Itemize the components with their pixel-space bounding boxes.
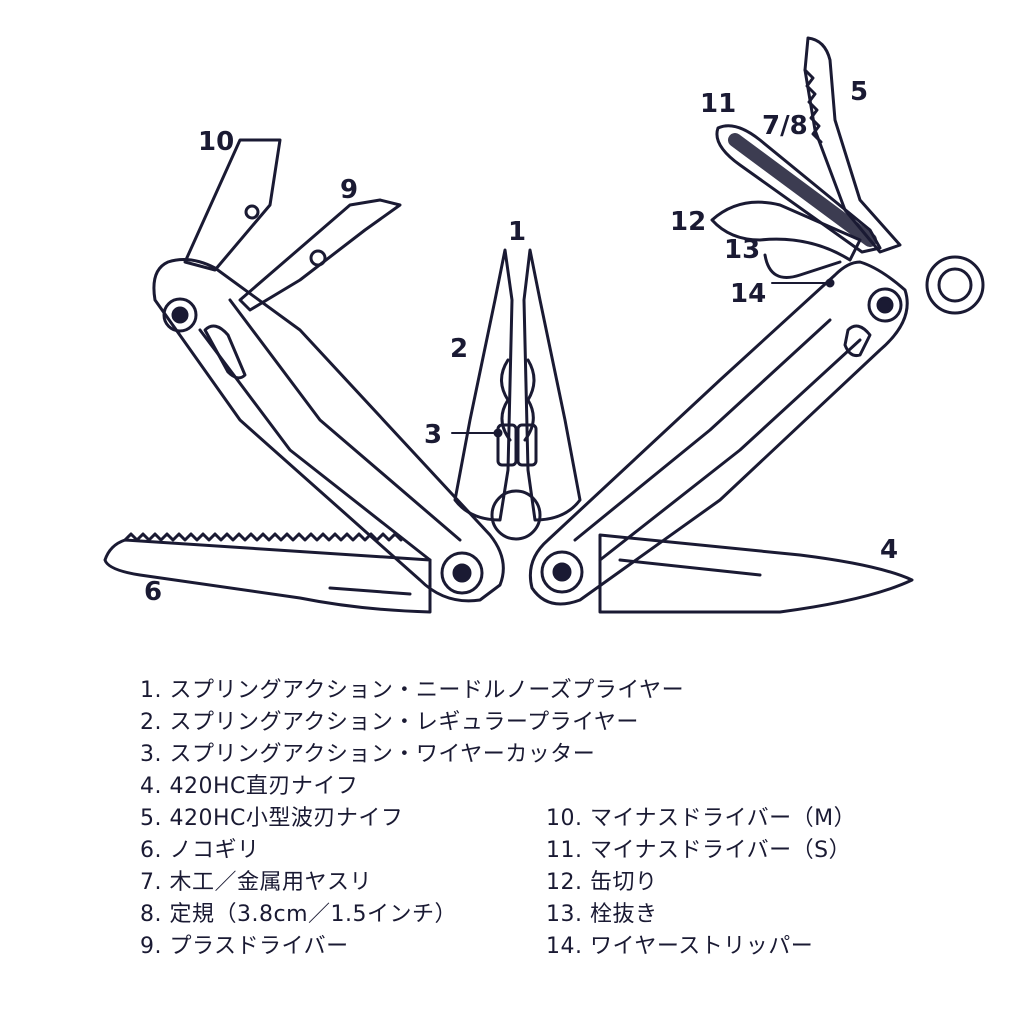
legend-item-14: 14. ワイヤーストリッパー <box>546 934 814 959</box>
callout-6: 6 <box>144 577 162 607</box>
legend-item-5: 5. 420HC小型波刃ナイフ <box>140 806 404 831</box>
bottle-opener <box>763 253 842 279</box>
callout-9: 9 <box>340 175 358 205</box>
straight-knife <box>598 533 914 614</box>
callout-14: 14 <box>730 279 766 309</box>
left-handle <box>152 258 505 603</box>
legend-item-13: 13. 栓抜き <box>546 902 658 927</box>
callout-2: 2 <box>450 334 468 364</box>
callout-10: 10 <box>198 127 234 157</box>
legend-item-12: 12. 缶切り <box>546 870 658 895</box>
can-opener <box>710 200 862 262</box>
callout-3: 3 <box>424 420 442 450</box>
legend-item-1: 1. スプリングアクション・ニードルノーズプライヤー <box>140 678 685 703</box>
legend-item-8: 8. 定規（3.8cm／1.5インチ） <box>140 902 457 927</box>
callout-5: 5 <box>850 77 868 107</box>
callout-11: 11 <box>700 89 736 119</box>
legend-item-6: 6. ノコギリ <box>140 838 260 863</box>
callout-12: 12 <box>670 207 706 237</box>
legend-item-10: 10. マイナスドライバー（M） <box>546 806 857 831</box>
multitool-diagram: 1 2 3 4 5 6 7/8 9 10 11 12 13 14 <box>103 36 985 614</box>
legend-item-2: 2. スプリングアクション・レギュラープライヤー <box>140 710 639 735</box>
callout-13: 13 <box>724 235 760 265</box>
pliers <box>453 248 582 541</box>
legend-item-7: 7. 木工／金属用ヤスリ <box>140 870 372 895</box>
callout-1: 1 <box>508 217 526 247</box>
callout-4: 4 <box>880 535 898 565</box>
legend-item-9: 9. プラスドライバー <box>140 934 349 959</box>
serrated-knife <box>803 36 902 254</box>
legend-item-4: 4. 420HC直刃ナイフ <box>140 774 359 799</box>
file-ruler <box>715 124 882 254</box>
right-handle <box>528 255 985 606</box>
screwdriver-medium <box>183 138 282 272</box>
phillips-screwdriver <box>238 198 402 312</box>
callout-7-8: 7/8 <box>762 111 808 141</box>
legend-item-11: 11. マイナスドライバー（S） <box>546 838 852 863</box>
saw <box>103 532 432 614</box>
legend-item-3: 3. スプリングアクション・ワイヤーカッター <box>140 742 596 767</box>
